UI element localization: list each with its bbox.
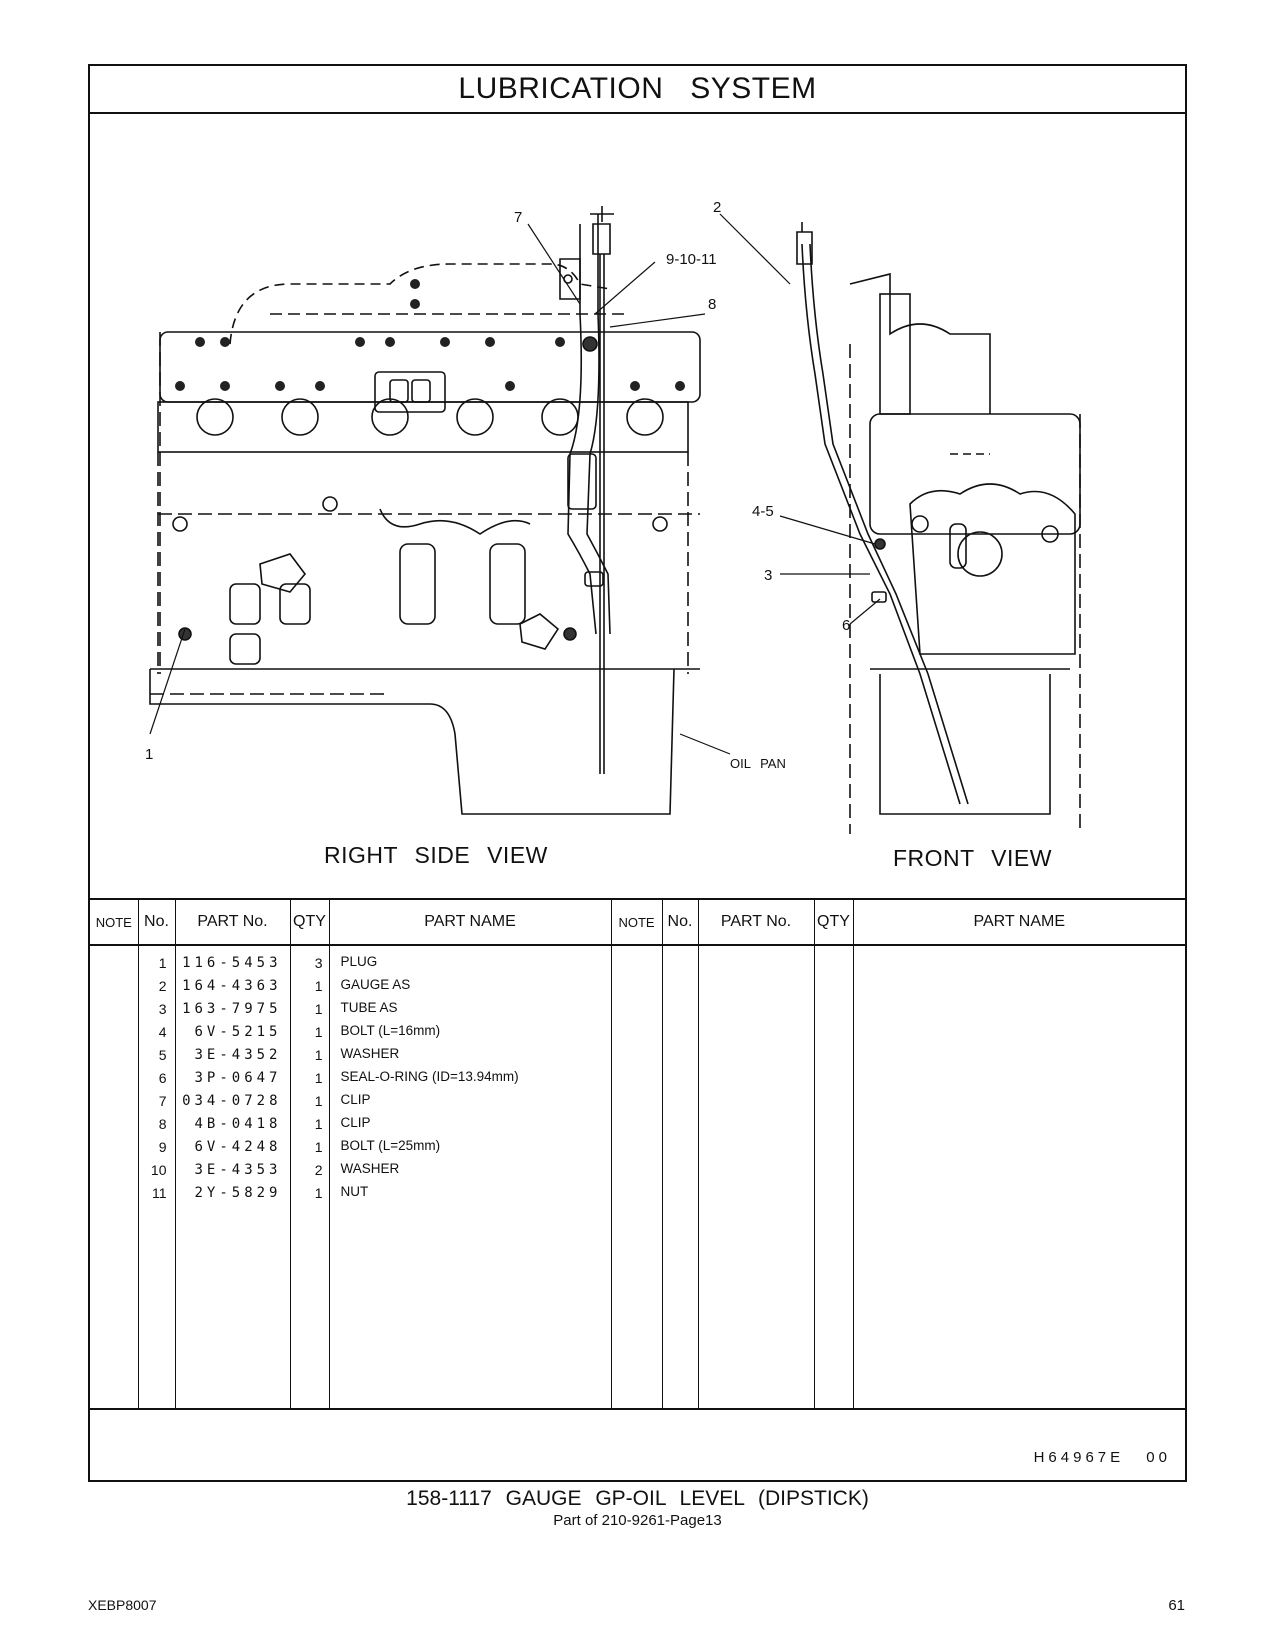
note-column-left [90,945,139,1408]
part-number-index: 6 [158,1070,167,1086]
part-name-column-right [853,945,1185,1408]
callout-1: 1 [145,746,153,763]
part-number: 116-5453 [182,955,282,971]
part-quantity: 1 [314,1185,323,1201]
part-quantity: 1 [314,1024,323,1040]
part-number: 6V-5215 [194,1024,282,1040]
part-no-column: 116-5453 164-4363 163-7975 6V-5215 3E-4352 3P… [175,945,291,1408]
part-quantity: 1 [314,978,323,994]
header-no-left: No. [138,899,176,946]
part-quantity: 2 [314,1162,323,1178]
part-name: BOLT (L=25mm) [340,1138,441,1153]
part-number: 3P-0647 [194,1070,282,1086]
part-name: WASHER [340,1046,400,1061]
front-view-drawing [796,222,1081,834]
part-quantity: 3 [314,955,323,971]
callout-8: 8 [708,296,716,313]
part-quantity: 1 [314,1070,323,1086]
drawing-code: H64967E 00 [1033,1449,1171,1466]
part-name: CLIP [340,1115,371,1130]
group-subcaption: Part of 210-9261-Page13 [553,1512,722,1529]
header-note-right: NOTE [611,899,663,946]
section-title: LUBRICATION SYSTEM [90,66,1185,114]
header-note-left: NOTE [90,899,139,946]
part-number-index: 8 [158,1116,167,1132]
part-quantity: 1 [314,1139,323,1155]
front-view-label: FRONT VIEW [893,845,1052,871]
callout-oil-pan: OIL PAN [730,756,786,771]
callout-3: 3 [764,567,772,584]
part-number: 4B-0418 [194,1116,282,1132]
part-name: CLIP [340,1092,371,1107]
no-column-right [662,945,699,1408]
part-number: 3E-4353 [194,1162,282,1178]
callout-leaders [149,213,881,755]
part-name: SEAL-O-RING (ID=13.94mm) [340,1069,519,1084]
header-part-no-left: PART No. [175,899,291,946]
part-number-index: 2 [158,978,167,994]
parts-table-header: NOTE No. PART No. QTY PART NAME NOTE No.… [90,899,1185,946]
drawing-footer: H64967E 00 [90,1408,1185,1480]
part-number-index: 11 [151,1185,167,1201]
part-number: 163-7975 [182,1001,282,1017]
no-column: 1 2 3 4 5 6 7 8 9 10 11 [138,945,176,1408]
engine-illustration: 7 2 9-10-11 8 1 4-5 3 6 OIL PAN [145,199,1081,834]
part-name: PLUG [340,954,378,969]
part-name: TUBE AS [340,1000,398,1015]
group-caption: 158-1117 GAUGE GP-OIL LEVEL (DIPSTICK) [406,1487,869,1510]
part-no-column-right [698,945,815,1408]
qty-column-right [814,945,854,1408]
part-number: 2Y-5829 [194,1185,282,1201]
part-number: 6V-4248 [194,1139,282,1155]
callout-2: 2 [713,199,721,216]
part-name-column: PLUG GAUGE AS TUBE AS BOLT (L=16mm) WASHER SE… [329,945,612,1408]
qty-column: 3 1 1 1 1 1 1 1 1 2 1 [290,945,330,1408]
part-name: NUT [340,1184,369,1199]
right-side-view-drawing [149,206,701,815]
part-number: 164-4363 [182,978,282,994]
callout-7: 7 [514,209,522,226]
callout-4-5: 4-5 [752,503,774,520]
part-quantity: 1 [314,1001,323,1017]
page-number: 61 [1168,1597,1185,1614]
part-quantity: 1 [314,1047,323,1063]
note-column-right [611,945,663,1408]
callout-9-10-11: 9-10-11 [666,251,717,268]
header-part-name-right: PART NAME [853,899,1185,946]
header-part-name-left: PART NAME [329,899,612,946]
part-number-index: 3 [158,1001,167,1017]
parts-sheet-frame: LUBRICATION SYSTEM [88,64,1187,1482]
part-number-index: 5 [158,1047,167,1063]
section-title-text: LUBRICATION SYSTEM [458,72,817,105]
part-quantity: 1 [314,1093,323,1109]
part-quantity: 1 [314,1116,323,1132]
part-number-index: 9 [158,1139,167,1155]
right-side-view-label: RIGHT SIDE VIEW [324,842,548,868]
document-id: XEBP8007 [88,1597,157,1613]
part-number: 3E-4352 [194,1047,282,1063]
part-number-index: 1 [158,955,167,971]
callout-6: 6 [842,617,850,634]
part-name: BOLT (L=16mm) [340,1023,441,1038]
part-number-index: 7 [158,1093,167,1109]
part-name: WASHER [340,1161,400,1176]
exploded-drawing: 7 2 9-10-11 8 1 4-5 3 6 OIL PAN RIGHT SI… [90,114,1185,898]
part-number-index: 4 [158,1024,167,1040]
header-qty-right: QTY [814,899,854,946]
header-no-right: No. [662,899,699,946]
part-number: 034-0728 [182,1093,282,1109]
part-name: GAUGE AS [340,977,411,992]
header-qty-left: QTY [290,899,330,946]
part-number-index: 10 [150,1162,167,1178]
parts-table: NOTE No. PART No. QTY PART NAME NOTE No.… [90,898,1185,1408]
header-part-no-right: PART No. [698,899,815,946]
